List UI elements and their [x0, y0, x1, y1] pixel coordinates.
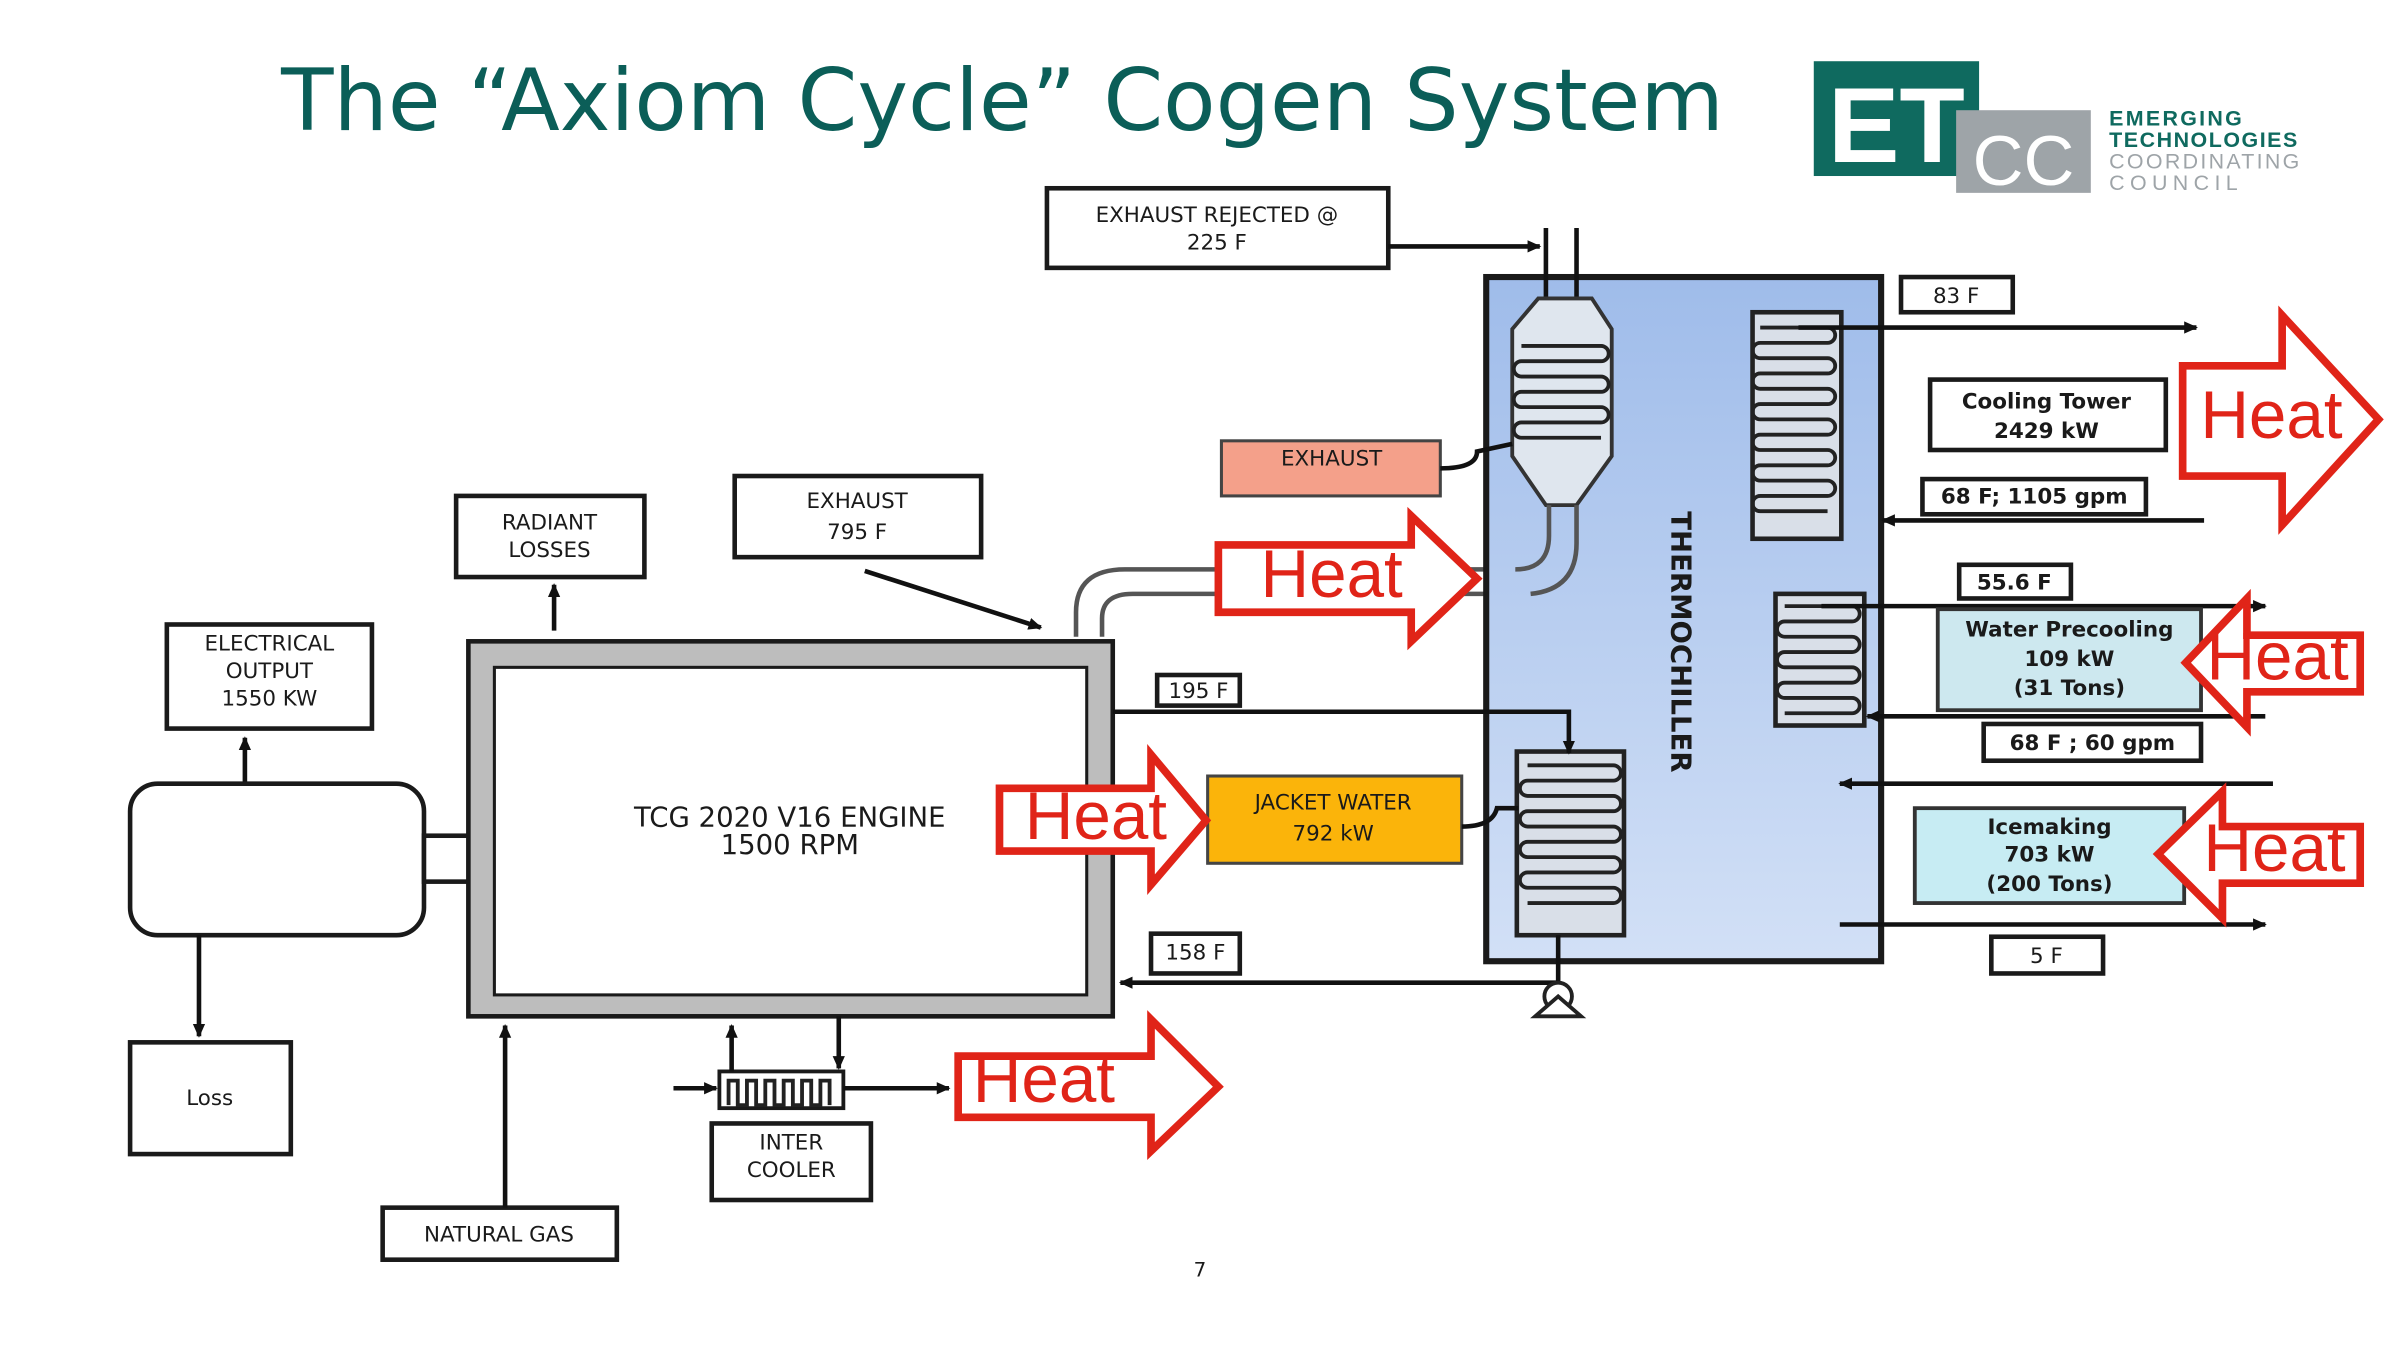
- electrical-output-line3: 1550 KW: [222, 687, 318, 712]
- temp-83-label: 83 F: [1933, 284, 1979, 309]
- exhaust-source-label: EXHAUST: [1281, 446, 1383, 471]
- intercooler-box: [709, 1121, 874, 1203]
- temp-83-box: [1898, 274, 2016, 315]
- heat-arrow-precooling-label: Heat: [2206, 620, 2349, 695]
- etcc-logo: ET CC EMERGING TECHNOLOGIES COORDINATING…: [1813, 61, 2301, 200]
- icemaking-line2: 703 kW: [2004, 843, 2094, 868]
- generator: [127, 781, 427, 938]
- radiant-losses-line2: LOSSES: [508, 538, 590, 563]
- cooling-tower-line2: 2429 kW: [1994, 419, 2099, 444]
- electrical-output-line1: ELECTRICAL: [205, 632, 335, 657]
- page-number: 7: [1194, 1259, 1207, 1282]
- flow-68-60-box: [1981, 721, 2204, 764]
- intercooler-line1: INTER: [759, 1130, 823, 1155]
- exhaust-rejected-line2: 225 F: [1187, 230, 1247, 255]
- heat-arrow-exhaust-label: Heat: [1261, 537, 1404, 612]
- engine-inner: [492, 665, 1089, 997]
- temp-158-label: 158 F: [1165, 941, 1225, 966]
- loss-box: [127, 1040, 294, 1157]
- flow-68-1105-label: 68 F; 1105 gpm: [1941, 485, 2128, 510]
- intercooler-line2: COOLER: [747, 1158, 836, 1183]
- exhaust-hx-shell: [1510, 296, 1614, 508]
- natural-gas-box: [380, 1205, 620, 1262]
- logo-et-text: ET: [1828, 65, 1965, 185]
- logo-cc-block: [1956, 110, 2091, 193]
- icemaking-box: [1912, 806, 2187, 905]
- logo-line-coordinating: COORDINATING: [2109, 149, 2301, 173]
- slide-title: The “Axiom Cycle” Cogen System: [280, 51, 1724, 151]
- heat-arrow-cooling-tower: Heat: [2178, 305, 2384, 535]
- generator-shaft: [421, 833, 473, 884]
- exhaust-source-box: [1219, 439, 1442, 498]
- heat-arrow-cooling-tower-label: Heat: [2200, 378, 2343, 453]
- water-precooling-line3: (31 Tons): [2014, 676, 2125, 701]
- icemaking-line1: Icemaking: [1987, 815, 2111, 840]
- heat-arrow-icemaking-label: Heat: [2203, 811, 2346, 886]
- thermochiller-label: THERMOCHILLER: [1664, 511, 1696, 772]
- flow-68-1105-box: [1920, 476, 2149, 517]
- exhaust-795-line2: 795 F: [827, 520, 887, 545]
- jacket-water-box: [1206, 774, 1464, 865]
- temp-5-label: 5 F: [2030, 944, 2063, 969]
- cooling-tower-line1: Cooling Tower: [1962, 390, 2132, 415]
- jacket-water-line1: JACKET WATER: [1253, 791, 1412, 816]
- loss-label: Loss: [186, 1086, 233, 1111]
- heat-arrow-precooling: Heat: [2180, 588, 2365, 737]
- electrical-output-line2: OUTPUT: [226, 659, 314, 684]
- icemaking-line3: (200 Tons): [1986, 872, 2112, 897]
- water-precooling-line2: 109 kW: [2024, 647, 2114, 672]
- heat-arrow-exhaust: Heat: [1214, 506, 1483, 651]
- heat-arrow-intercooler-label: Heat: [973, 1042, 1116, 1117]
- flow-68-60-label: 68 F ; 60 gpm: [2010, 731, 2176, 756]
- cooling-tower-box: [1927, 377, 2169, 453]
- cooling-tower-coil: [1750, 309, 1844, 542]
- heat-arrow-icemaking: Heat: [2152, 782, 2365, 928]
- electrical-output-box: [164, 622, 375, 731]
- exhaust-795-line1: EXHAUST: [807, 489, 909, 514]
- radiant-losses-box: [453, 493, 647, 580]
- engine-line1: TCG 2020 V16 ENGINE: [633, 802, 946, 834]
- temp-158-box: [1148, 931, 1243, 976]
- exhaust-795-box: [732, 473, 984, 560]
- precooling-coil: [1773, 591, 1867, 728]
- pump-icon: [1530, 980, 1587, 1019]
- exhaust-pipe: [1073, 567, 1493, 637]
- temp-55-label: 55.6 F: [1977, 570, 2052, 595]
- logo-cc-text: CC: [1973, 121, 2075, 200]
- logo-line-technologies: TECHNOLOGIES: [2109, 128, 2299, 152]
- natural-gas-label: NATURAL GAS: [424, 1222, 574, 1247]
- logo-et-block: [1813, 61, 1980, 177]
- temp-195-label: 195 F: [1168, 679, 1228, 704]
- temp-5-box: [1989, 934, 2106, 976]
- engine-line2: 1500 RPM: [721, 829, 859, 861]
- exhaust-rejected-box: [1044, 185, 1391, 271]
- logo-line-council: COUNCIL: [2109, 171, 2243, 195]
- heat-arrow-jacket: Heat: [995, 744, 1212, 896]
- radiant-losses-line1: RADIANT: [502, 511, 598, 536]
- temp-55-box: [1956, 562, 2074, 601]
- exhaust-rejected-line1: EXHAUST REJECTED @: [1096, 203, 1339, 228]
- logo-line-emerging: EMERGING: [2109, 107, 2244, 131]
- heat-arrow-jacket-label: Heat: [1025, 779, 1168, 854]
- water-precooling-box: [1935, 607, 2203, 713]
- heat-arrow-intercooler: Heat: [954, 1010, 1224, 1160]
- water-precooling-line1: Water Precooling: [1965, 618, 2173, 643]
- temp-195-box: [1154, 672, 1243, 708]
- jacket-water-line2: 792 kW: [1293, 821, 1374, 846]
